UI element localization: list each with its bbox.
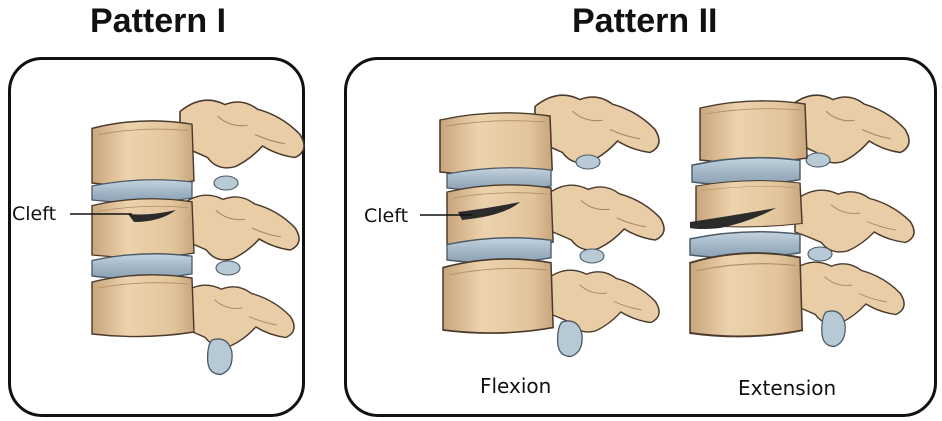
flexion-label: Flexion — [480, 374, 551, 398]
pattern-1-cleft-label: Cleft — [12, 203, 56, 225]
flexion-spine — [420, 95, 664, 356]
extension-label: Extension — [738, 376, 836, 400]
extension-spine — [690, 95, 914, 346]
pattern-1-spine — [70, 100, 304, 374]
pattern-2-cleft-label: Cleft — [364, 205, 408, 227]
